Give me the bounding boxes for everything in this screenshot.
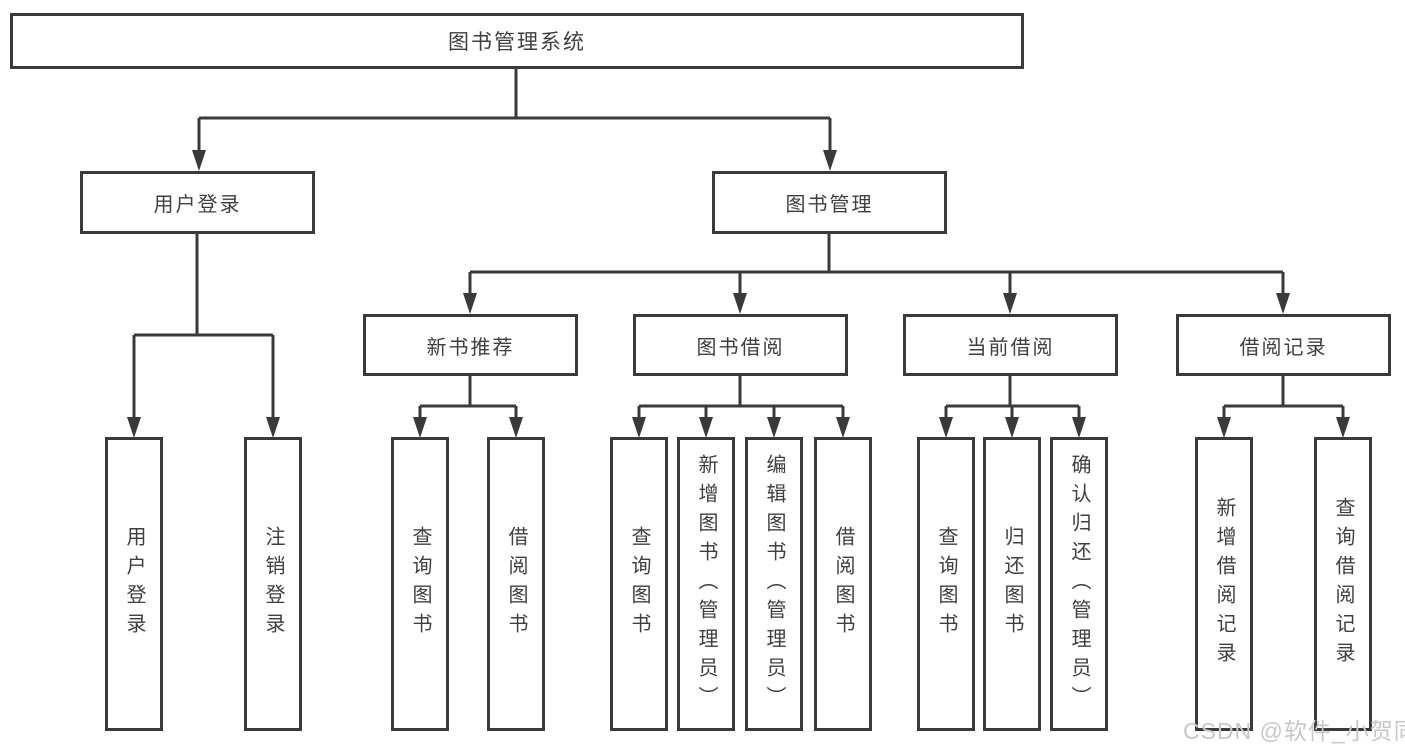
leaf-add-borrow-record: 新增借阅记录 [1195, 437, 1253, 731]
node-new-book-recommend: 新书推荐 [363, 314, 578, 376]
csdn-watermark: CSDN @软件_小贺同学 [1183, 718, 1405, 744]
borrow-record-to-leaves-connector [1217, 376, 1350, 438]
node-book-management: 图书管理 [712, 171, 947, 234]
leaf-query-books-borrowing: 查询图书 [610, 437, 668, 731]
leaf-query-books-recommend: 查询图书 [391, 437, 449, 731]
leaf-borrow-books-recommend: 借阅图书 [487, 437, 545, 731]
new-book-to-leaves-connector [413, 376, 523, 438]
root-to-level2-connector [192, 68, 837, 171]
current-borrow-to-leaves-connector [939, 376, 1086, 438]
leaf-add-books-admin: 新增图书（管理员） [677, 437, 735, 731]
node-current-borrowing: 当前借阅 [903, 314, 1118, 376]
leaf-logout: 注销登录 [244, 437, 302, 731]
leaf-user-login: 用户登录 [105, 437, 163, 731]
node-borrowing-records: 借阅记录 [1176, 314, 1391, 376]
leaf-query-books-current: 查询图书 [917, 437, 975, 731]
leaf-return-books: 归还图书 [983, 437, 1041, 731]
book-mgmt-to-level3-connector [463, 234, 1290, 314]
user-login-to-leaves-connector [127, 234, 280, 438]
leaf-edit-books-admin: 编辑图书（管理员） [745, 437, 803, 731]
node-root-system: 图书管理系统 [10, 13, 1024, 69]
node-user-login: 用户登录 [80, 171, 315, 234]
leaf-borrow-books: 借阅图书 [814, 437, 872, 731]
book-borrow-to-leaves-connector [632, 376, 850, 438]
node-book-borrowing: 图书借阅 [633, 314, 848, 376]
leaf-query-borrow-record: 查询借阅记录 [1314, 437, 1372, 731]
leaf-confirm-return-admin: 确认归还（管理员） [1050, 437, 1108, 731]
